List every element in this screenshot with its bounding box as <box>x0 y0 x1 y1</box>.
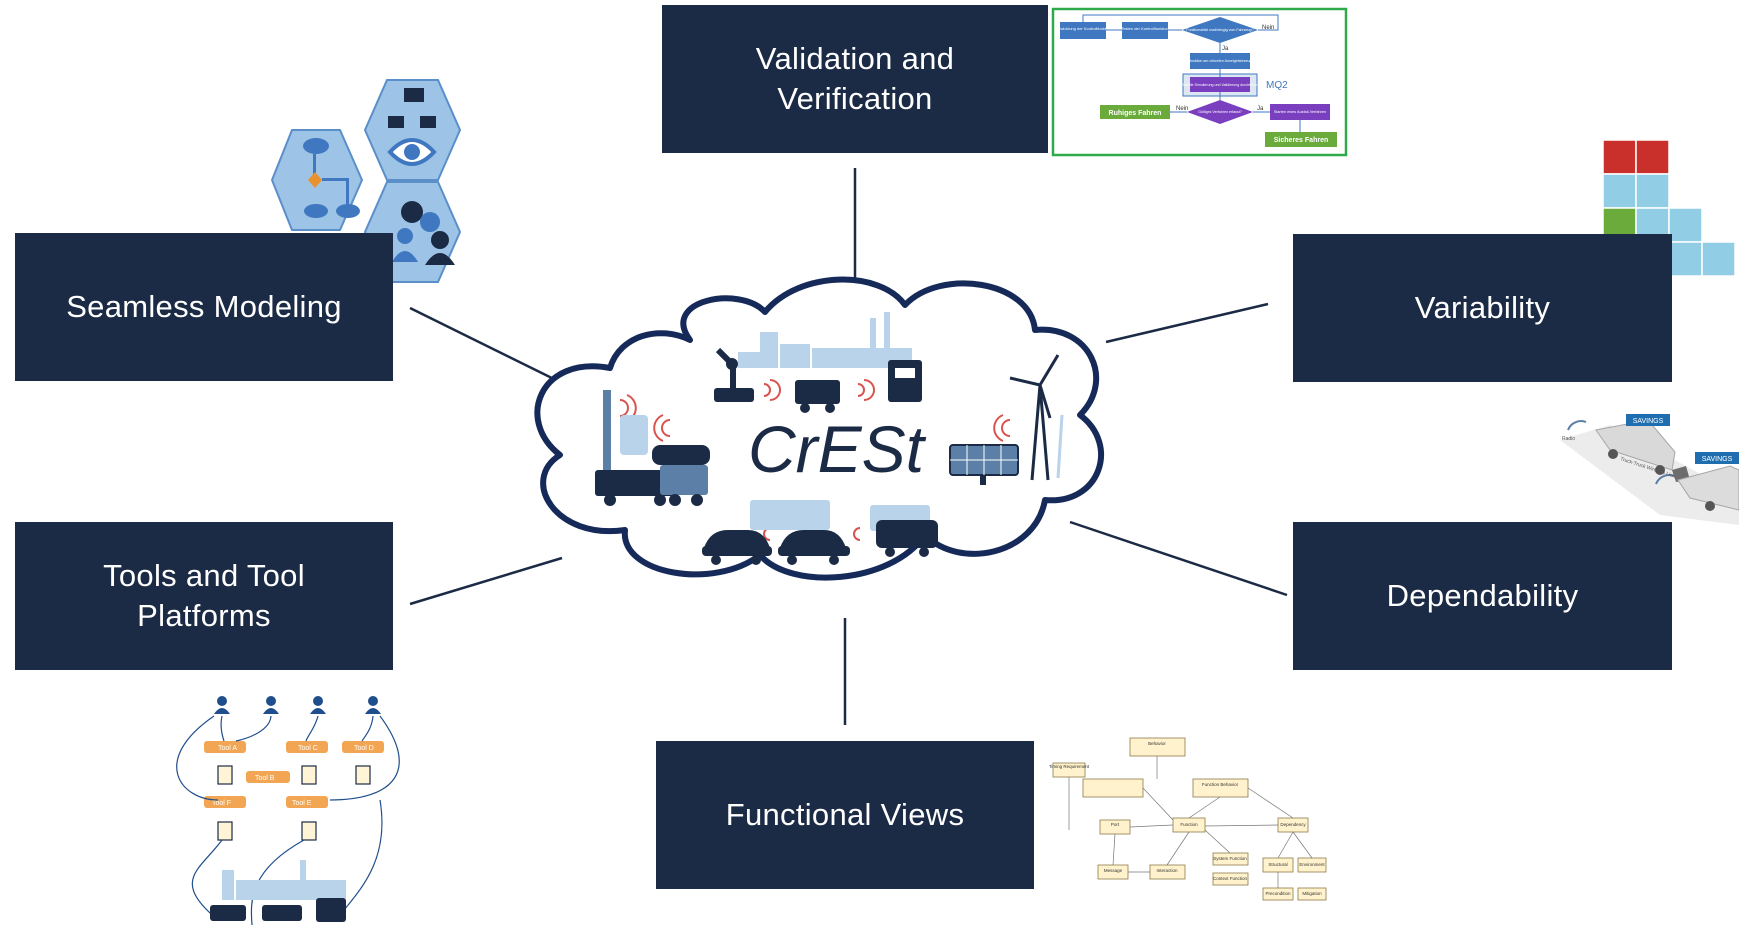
savings-badge-1: SAVINGS <box>1633 418 1664 425</box>
factory-small-icon <box>222 860 346 900</box>
flow-box-2: Testen der Kontrollfunktion <box>1121 26 1168 31</box>
connector-dependability <box>1069 520 1288 597</box>
traffic-cars-icon <box>702 500 938 565</box>
uml-behavior: Behavior <box>1148 741 1166 746</box>
eye-icon <box>387 88 437 166</box>
uml-class-diagram: Behavior Timing Requirement Function Beh… <box>1049 737 1327 901</box>
variability-box: Variability <box>1293 234 1672 382</box>
uml-system-function: System Function <box>1213 856 1247 861</box>
connector-variability <box>1105 302 1269 344</box>
tool-c-label: Tool C <box>298 745 318 752</box>
variability-label: Variability <box>1414 290 1551 325</box>
tool-a-label: Tool A <box>218 745 237 752</box>
tool-d-label: Tool D <box>354 745 374 752</box>
tool-b-label: Tool B <box>255 775 275 782</box>
flow-result-left: Ruhiges Fahren <box>1109 110 1162 117</box>
flow-decision-2: Gültiges Verfahren erfasst? <box>1198 110 1242 114</box>
flow-ja-1: Ja <box>1222 46 1229 52</box>
uml-context-function: Context Function <box>1213 876 1248 881</box>
seamless-modeling-label: Seamless Modeling <box>66 289 342 324</box>
uml-port: Port <box>1111 822 1120 827</box>
industrial-robot-icon <box>714 347 922 413</box>
uml-interaction: Interaction <box>1156 868 1178 873</box>
validation-line-1: Validation and <box>755 41 955 76</box>
validation-line-2: Verification <box>777 81 933 116</box>
connector-seamless <box>409 306 563 385</box>
flow-box-3: Kontrollfunktion am virtuellen Anzeigefa… <box>1178 59 1263 63</box>
flow-box-1: Entwicklung der Kontrollfunktion <box>1055 26 1112 31</box>
tool-chain-diagram: Tool A Tool C Tool D Tool B Tool E Tool … <box>176 696 400 926</box>
mobile-robot-icon <box>595 390 710 506</box>
truck-platoon-illustration: SAVINGS SAVINGS Radio Truck-Truck Wirele… <box>1560 414 1739 525</box>
savings-badge-2: SAVINGS <box>1702 456 1733 463</box>
flow-box-right: Starten eines Ausfall-Verfahren <box>1274 110 1326 114</box>
flow-result-bottom: Sicheres Fahren <box>1274 137 1328 144</box>
people-chat-icon <box>392 201 455 265</box>
wind-turbine-icon <box>1009 354 1064 481</box>
crest-title: CrESt <box>748 412 927 486</box>
user-icons <box>214 696 381 714</box>
dependability-box: Dependability <box>1293 522 1672 670</box>
uml-structural: Structural <box>1268 862 1287 867</box>
flow-box-4: Virtuelle Simulierung und Validierung du… <box>1181 83 1260 87</box>
dependability-label: Dependability <box>1386 578 1579 613</box>
connector-lines <box>409 168 1288 725</box>
flow-nein-2: Nein <box>1176 106 1188 112</box>
document-icons <box>217 765 371 841</box>
tool-e-label: Tool E <box>292 800 312 807</box>
flow-nein-1: Nein <box>1262 25 1274 31</box>
functional-views-label: Functional Views <box>725 797 965 832</box>
flow-ja-2: Ja <box>1257 106 1264 112</box>
validation-flowchart: Entwicklung der Kontrollfunktion Testen … <box>1051 7 1348 157</box>
uml-func-behavior: Function Behavior <box>1202 782 1239 787</box>
tool-f-label: Tool F <box>212 800 231 807</box>
uml-message: Message <box>1104 868 1123 873</box>
solar-panel-icon <box>949 444 1019 485</box>
connector-tools <box>409 556 563 606</box>
flow-decision-1: Funktionalität unabhängig vom Fahrzeug? <box>1186 28 1253 32</box>
uml-environment: Environment <box>1299 862 1325 867</box>
uml-dependency: Dependency <box>1280 822 1306 827</box>
factory-skyline-icon <box>738 312 912 368</box>
uml-precondition: Precondition <box>1265 891 1291 896</box>
tools-line-2: Platforms <box>137 598 271 633</box>
uml-timing: Timing Requirement <box>1049 764 1090 769</box>
radio-label: Radio <box>1562 436 1575 442</box>
flowchart-icon <box>303 138 360 218</box>
functional-views-box: Functional Views <box>656 741 1034 889</box>
seamless-modeling-box: Seamless Modeling <box>15 233 393 381</box>
flow-mq2-label: MQ2 <box>1266 80 1288 91</box>
uml-mitigation: Mitigation <box>1302 891 1322 896</box>
tools-line-1: Tools and Tool <box>103 558 305 593</box>
uml-function: Function <box>1180 822 1198 827</box>
